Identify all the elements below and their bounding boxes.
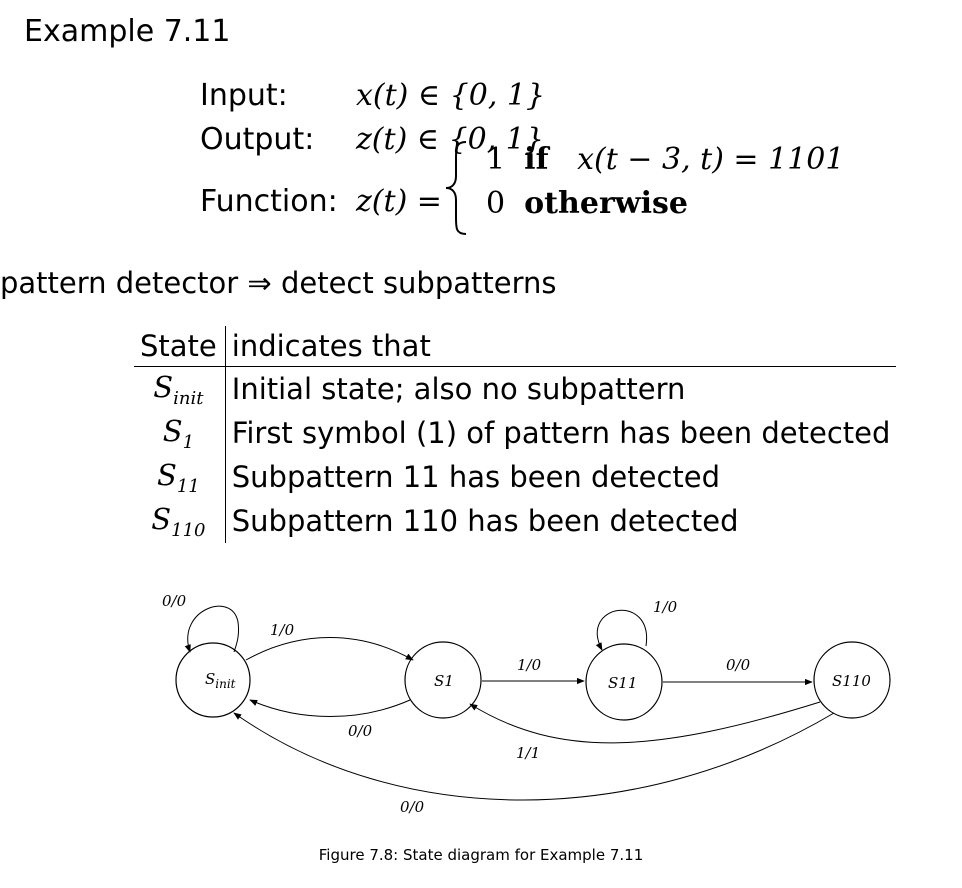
header-indicates: indicates that xyxy=(225,326,897,367)
example-title: Example 7.11 xyxy=(24,14,231,49)
table-row: S110 Subpattern 110 has been detected xyxy=(134,499,896,543)
state-table: State indicates that Sinit Initial state… xyxy=(134,326,897,543)
desc-cell: Subpattern 110 has been detected xyxy=(231,504,739,538)
state-s11-label: S11 xyxy=(608,674,637,692)
edge-s11-self xyxy=(595,609,647,651)
edge-init-self xyxy=(184,605,239,653)
output-expression: z(t) ∈ {0, 1} xyxy=(356,122,544,157)
edge-label-s11-to-s110: 0/0 xyxy=(726,656,751,674)
state-cell: S11 xyxy=(134,455,226,499)
table-row: S11 Subpattern 11 has been detected xyxy=(134,455,896,499)
edge-label-s11-self: 1/0 xyxy=(653,598,678,616)
figure-caption: Figure 7.8: State diagram for Example 7.… xyxy=(318,846,644,864)
header-state: State xyxy=(134,326,226,367)
state-cell: Sinit xyxy=(134,366,226,411)
output-label: Output: xyxy=(200,122,315,157)
function-lhs: z(t) = xyxy=(356,184,442,219)
state-s1-circle xyxy=(404,641,482,719)
edge-label-s1-to-init: 0/0 xyxy=(348,722,373,740)
desc-cell: Subpattern 11 has been detected xyxy=(231,460,721,494)
edge-init-to-s1 xyxy=(245,637,414,661)
edge-s110-to-init xyxy=(233,712,835,801)
desc-cell: First symbol (1) of pattern has been det… xyxy=(231,416,891,450)
table-row: S1 First symbol (1) of pattern has been … xyxy=(134,411,896,455)
state-s11-circle xyxy=(585,643,663,721)
state-s110-circle xyxy=(813,641,891,719)
edge-s1-to-init xyxy=(249,699,411,717)
table-header-row: State indicates that xyxy=(134,326,897,367)
state-s110-label: S110 xyxy=(832,672,871,690)
edge-label-s1-to-s11: 1/0 xyxy=(517,656,542,674)
state-cell: S1 xyxy=(134,411,226,455)
case-one: 1 if x(t − 3, t) = 1101 xyxy=(486,142,845,177)
input-expression: x(t) ∈ {0, 1} xyxy=(356,78,546,113)
case-two: 0 otherwise xyxy=(486,186,688,221)
cases-brace xyxy=(445,141,467,235)
state-s1-label: S1 xyxy=(434,672,454,690)
edge-label-s110-to-s1: 1/1 xyxy=(516,744,540,762)
input-label: Input: xyxy=(200,78,288,113)
edge-s110-to-s1 xyxy=(469,701,821,744)
table-row: Sinit Initial state; also no subpattern xyxy=(134,366,896,411)
pattern-detector-note: pattern detector ⇒ detect subpatterns xyxy=(0,266,557,300)
state-init-circle xyxy=(175,642,251,718)
edge-label-init-to-s1: 1/0 xyxy=(270,621,295,639)
edge-label-init-self: 0/0 xyxy=(162,592,187,610)
state-init-label: Sinit xyxy=(205,670,236,691)
state-diagram: Sinit S1 S11 S110 0/0 1/0 0/0 1/0 1/0 0/… xyxy=(162,592,891,816)
function-label: Function: xyxy=(200,184,338,219)
desc-cell: Initial state; also no subpattern xyxy=(231,372,686,406)
edge-label-s110-to-init: 0/0 xyxy=(400,798,425,816)
state-cell: S110 xyxy=(134,499,226,543)
